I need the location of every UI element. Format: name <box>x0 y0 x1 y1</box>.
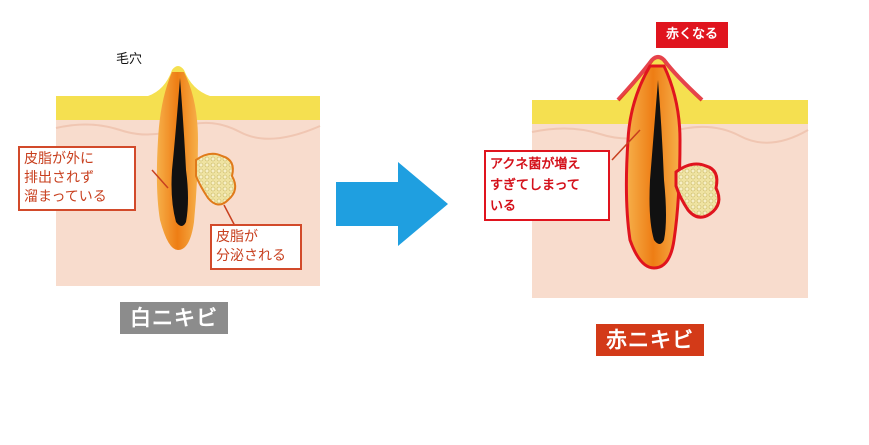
callout-line: すぎてしまって <box>490 178 580 193</box>
red-acne-skin-section <box>531 55 809 298</box>
callout-sebum-secreted: 皮脂が 分泌される <box>210 224 302 270</box>
right-arrow-icon <box>336 162 448 246</box>
callout-line: アクネ菌が増え <box>490 157 581 172</box>
turns-red-tag: 赤くなる <box>656 22 729 48</box>
hair-shaft-right <box>649 80 666 244</box>
callout-bacteria: アクネ菌が増え すぎてしまって いる <box>484 150 610 221</box>
white-acne-skin-section <box>55 66 321 286</box>
callout-line: 排出されず <box>24 170 94 186</box>
pore-label: 毛穴 <box>116 52 143 67</box>
callout-sebum-trapped: 皮脂が外に 排出されず 溜まっている <box>18 146 136 211</box>
red-acne-title: 赤ニキビ <box>596 324 704 356</box>
sebaceous-gland <box>195 152 237 206</box>
callout-line: いる <box>490 199 517 214</box>
hair-shaft <box>171 78 188 226</box>
callout-line: 皮脂が外に <box>24 151 94 167</box>
callout-line: 分泌される <box>216 248 286 264</box>
white-acne-title: 白ニキビ <box>120 302 228 334</box>
callout-line: 溜まっている <box>24 189 107 205</box>
sebaceous-gland-right <box>674 162 721 219</box>
callout-line: 皮脂が <box>216 229 258 245</box>
